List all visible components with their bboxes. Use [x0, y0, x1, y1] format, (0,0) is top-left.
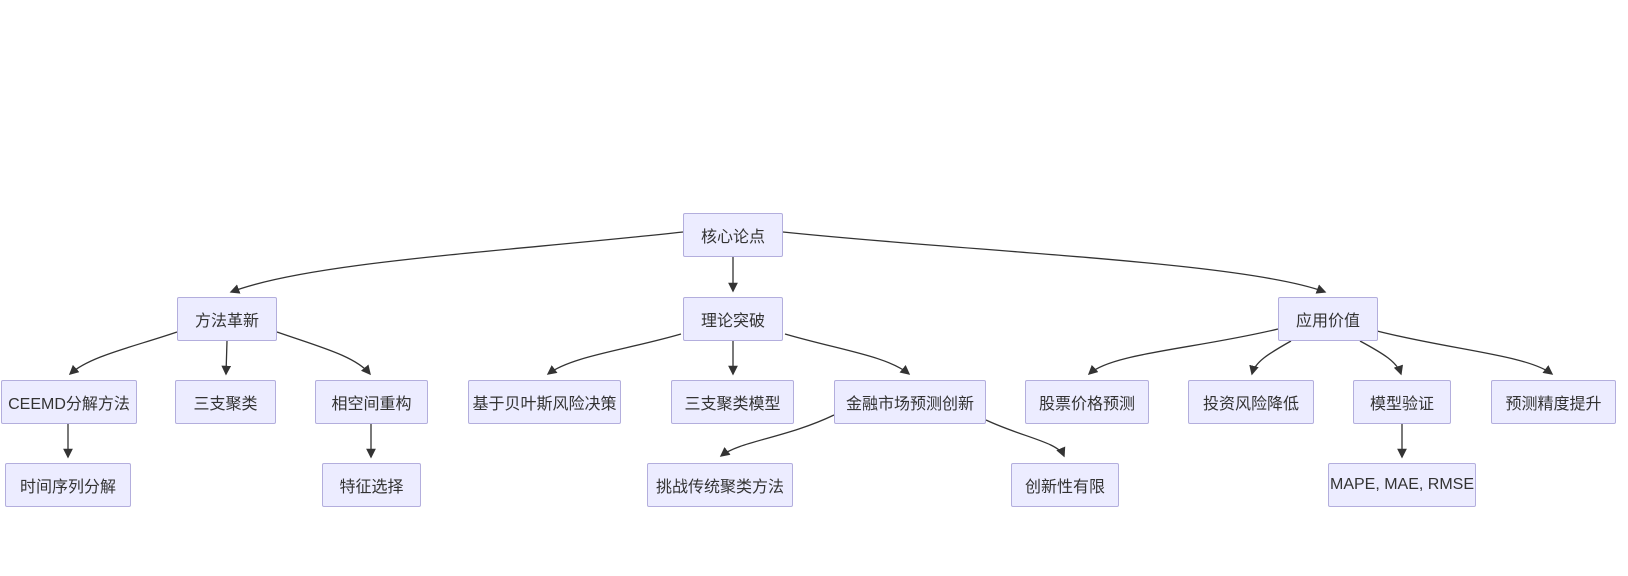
edge-method-phase-space: [276, 331, 371, 376]
edge-application-stock-prediction: [1087, 328, 1279, 375]
node-limited-innovation: 创新性有限: [1011, 463, 1119, 507]
node-phase-space-reconstruction: 相空间重构: [315, 380, 428, 424]
node-model-validation: 模型验证: [1353, 380, 1451, 424]
node-investment-risk-reduction: 投资风险降低: [1188, 380, 1314, 424]
node-ceemd-decomposition: CEEMD分解方法: [1, 380, 137, 424]
edge-core-application: [782, 231, 1327, 294]
edge-theory-financial-innovation: [784, 333, 911, 375]
node-challenge-traditional-clustering: 挑战传统聚类方法: [647, 463, 793, 507]
node-feature-selection: 特征选择: [322, 463, 421, 507]
node-application-value: 应用价值: [1278, 297, 1378, 341]
edge-theory-bayesian-risk: [546, 333, 682, 375]
edge-application-model-validation: [1359, 340, 1403, 376]
edge-core-method: [229, 231, 684, 294]
node-evaluation-metrics: MAPE, MAE, RMSE: [1328, 463, 1476, 507]
node-theory-breakthrough: 理论突破: [683, 297, 783, 341]
edge-method-ceemd: [68, 331, 178, 375]
node-bayesian-risk-decision: 基于贝叶斯风险决策: [468, 380, 621, 424]
node-time-series-decomposition: 时间序列分解: [5, 463, 131, 507]
edge-financial-innovation-limited-innovation: [985, 419, 1066, 458]
node-method-innovation: 方法革新: [177, 297, 277, 341]
node-three-way-clustering-model: 三支聚类模型: [671, 380, 794, 424]
edge-application-risk-reduction: [1249, 340, 1292, 376]
node-stock-price-prediction: 股票价格预测: [1025, 380, 1149, 424]
node-prediction-accuracy-improvement: 预测精度提升: [1491, 380, 1616, 424]
node-financial-market-prediction-innovation: 金融市场预测创新: [834, 380, 986, 424]
node-three-way-clustering: 三支聚类: [175, 380, 276, 424]
edge-method-three-way-clustering: [221, 340, 232, 376]
node-core-thesis: 核心论点: [683, 213, 783, 257]
edge-application-accuracy-improvement: [1376, 330, 1554, 375]
